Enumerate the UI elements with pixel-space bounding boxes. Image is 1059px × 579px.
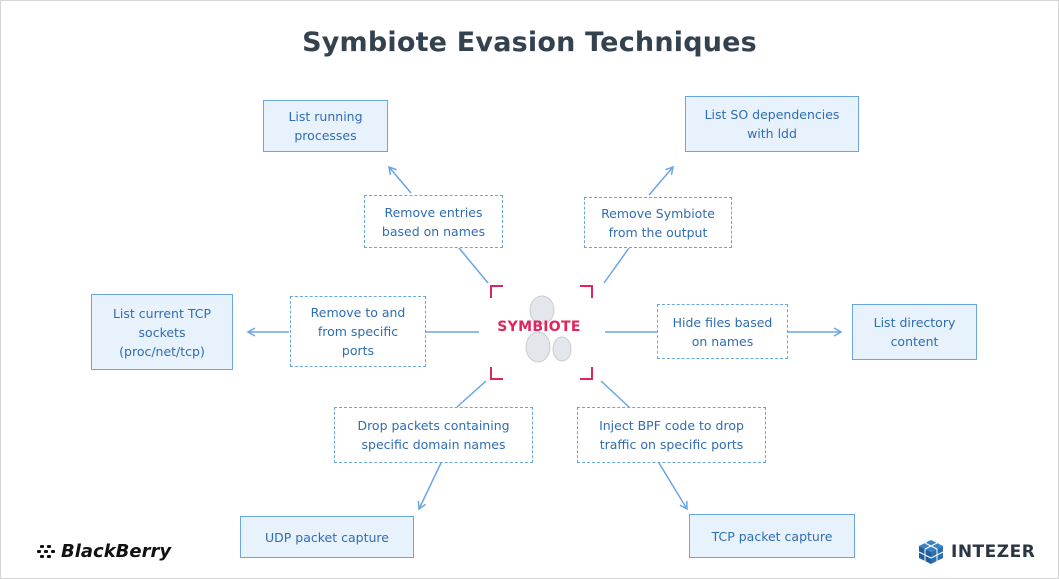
arrow-udp-capture xyxy=(417,462,442,511)
technique-hide-files: Hide files based on names xyxy=(657,304,788,359)
connector-center-remove-symbiote xyxy=(603,247,630,284)
center-bracket xyxy=(490,285,593,380)
diagram-title: Symbiote Evasion Techniques xyxy=(302,27,757,58)
connector-center-inject-bpf xyxy=(600,380,630,408)
technique-remove-entries: Remove entries based on names xyxy=(364,195,503,248)
blackberry-logo: BlackBerry xyxy=(37,541,171,562)
connector-center-remove-entries xyxy=(458,247,489,284)
target-tcp-packet-capture: TCP packet capture xyxy=(689,514,855,558)
target-list-directory-content: List directory content xyxy=(852,304,977,360)
target-list-so-dependencies: List SO dependencies with ldd xyxy=(685,96,859,152)
technique-inject-bpf: Inject BPF code to drop traffic on speci… xyxy=(577,407,766,463)
target-udp-packet-capture: UDP packet capture xyxy=(240,516,414,558)
connector-center-drop-packets xyxy=(456,380,487,408)
blackberry-wordmark: BlackBerry xyxy=(61,541,172,562)
symbiote-center-label: SYMBIOTE xyxy=(497,319,581,335)
arrow-list-so xyxy=(648,165,674,196)
blackberry-mark-icon xyxy=(37,544,57,560)
target-list-tcp-sockets: List current TCP sockets (proc/net/tcp) xyxy=(91,294,233,370)
arrow-list-processes xyxy=(388,165,412,194)
target-list-running-processes: List running processes xyxy=(263,100,388,152)
technique-remove-symbiote: Remove Symbiote from the output xyxy=(584,197,732,248)
intezer-wordmark: INTEZER xyxy=(951,542,1036,562)
arrow-tcp-capture xyxy=(658,462,688,511)
intezer-logo: INTEZER xyxy=(917,539,1035,565)
technique-drop-packets: Drop packets containing specific domain … xyxy=(334,407,533,463)
intezer-cube-icon xyxy=(918,540,944,564)
technique-remove-ports: Remove to and from specific ports xyxy=(290,296,426,367)
symbiote-creature-icon xyxy=(525,295,572,363)
